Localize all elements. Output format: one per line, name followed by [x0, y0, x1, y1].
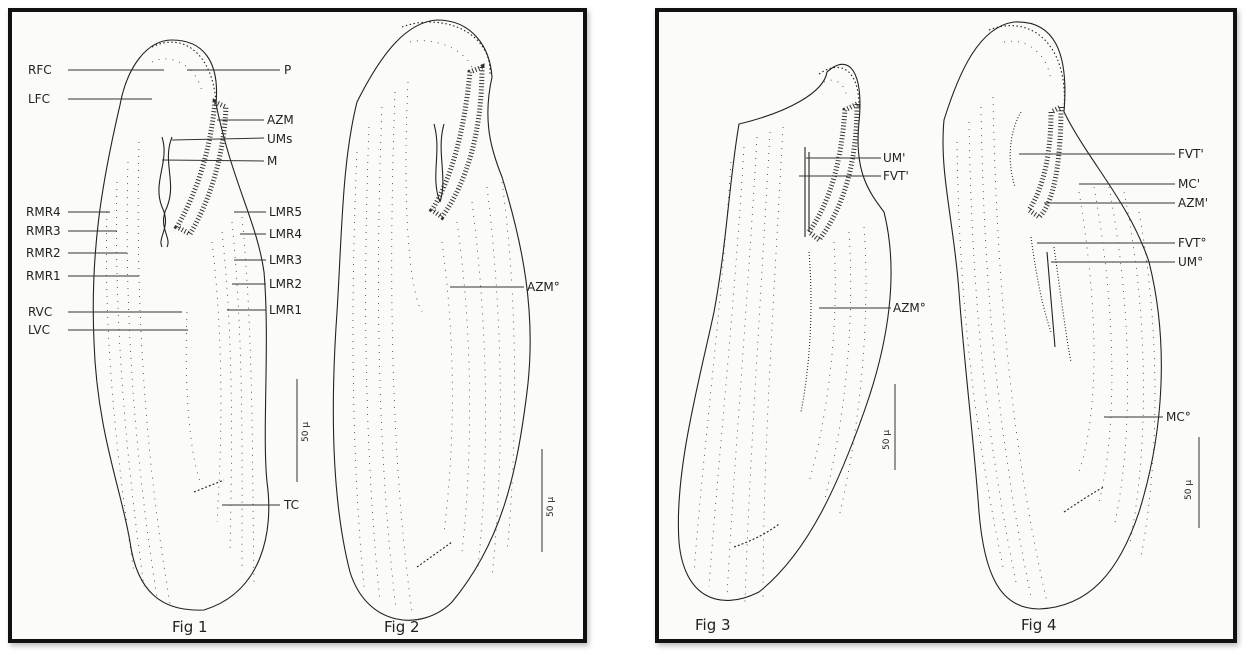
label-lmr3: LMR3 — [269, 253, 302, 267]
fig2-label-azm-o: AZM° — [527, 280, 560, 294]
fig4-label-fvt-p: FVT' — [1178, 147, 1204, 161]
fig1-leader-lines — [68, 70, 297, 505]
label-lmr2: LMR2 — [269, 277, 302, 291]
label-m: M — [267, 154, 277, 168]
label-lmr1: LMR1 — [269, 303, 302, 317]
label-rmr3: RMR3 — [26, 224, 61, 238]
label-lmr4: LMR4 — [269, 227, 302, 241]
label-lmr5: LMR5 — [269, 205, 302, 219]
fig4-label-azm-p: AZM' — [1178, 196, 1208, 210]
fig2-cell: AZM° 50 µ Fig 2 — [333, 20, 560, 636]
fig2-caption: Fig 2 — [384, 618, 420, 636]
figure-panel-left: RFC LFC P AZM UMs M RMR4 RMR3 RMR2 RMR1 … — [8, 8, 587, 643]
label-tc: TC — [283, 498, 299, 512]
figures-1-2-drawing: RFC LFC P AZM UMs M RMR4 RMR3 RMR2 RMR1 … — [12, 12, 583, 639]
fig1-caption: Fig 1 — [172, 618, 208, 636]
label-lvc: LVC — [28, 323, 50, 337]
fig3-scale-label: 50 µ — [882, 430, 892, 450]
fig4-kinety-rows — [957, 41, 1155, 602]
fig2-kinety-rows — [353, 41, 515, 612]
fig3-cell: UM' FVT' AZM° 50 µ Fig 3 — [678, 64, 925, 634]
fig4-label-mc-p: MC' — [1178, 177, 1200, 191]
fig2-scale-label: 50 µ — [546, 497, 556, 517]
label-azm: AZM — [267, 113, 294, 127]
label-rvc: RVC — [28, 305, 52, 319]
label-ums: UMs — [267, 132, 292, 146]
fig3-label-fvt-p: FVT' — [883, 169, 909, 183]
label-rfc: RFC — [28, 63, 52, 77]
fig1-kinety-rows — [106, 59, 254, 604]
fig1-cell — [93, 40, 269, 610]
label-p: P — [284, 63, 291, 77]
figures-3-4-drawing: UM' FVT' AZM° 50 µ Fig 3 — [659, 12, 1233, 639]
label-rmr4: RMR4 — [26, 205, 61, 219]
label-lfc: LFC — [28, 92, 50, 106]
fig4-scale-label: 50 µ — [1184, 480, 1194, 500]
label-rmr2: RMR2 — [26, 246, 61, 260]
fig4-cell: FVT' MC' AZM' FVT° UM° MC° 50 µ Fig 4 — [943, 22, 1208, 634]
fig3-caption: Fig 3 — [695, 616, 731, 634]
fig3-label-um-p: UM' — [883, 151, 905, 165]
fig4-label-mc-o: MC° — [1166, 410, 1191, 424]
fig4-label-um-o: UM° — [1178, 255, 1203, 269]
fig4-caption: Fig 4 — [1021, 616, 1057, 634]
fig4-label-fvt-o: FVT° — [1178, 236, 1206, 250]
fig1-scale-label: 50 µ — [301, 422, 311, 442]
label-rmr1: RMR1 — [26, 269, 61, 283]
figure-panel-right: UM' FVT' AZM° 50 µ Fig 3 — [655, 8, 1237, 643]
fig3-label-azm-o: AZM° — [893, 301, 926, 315]
